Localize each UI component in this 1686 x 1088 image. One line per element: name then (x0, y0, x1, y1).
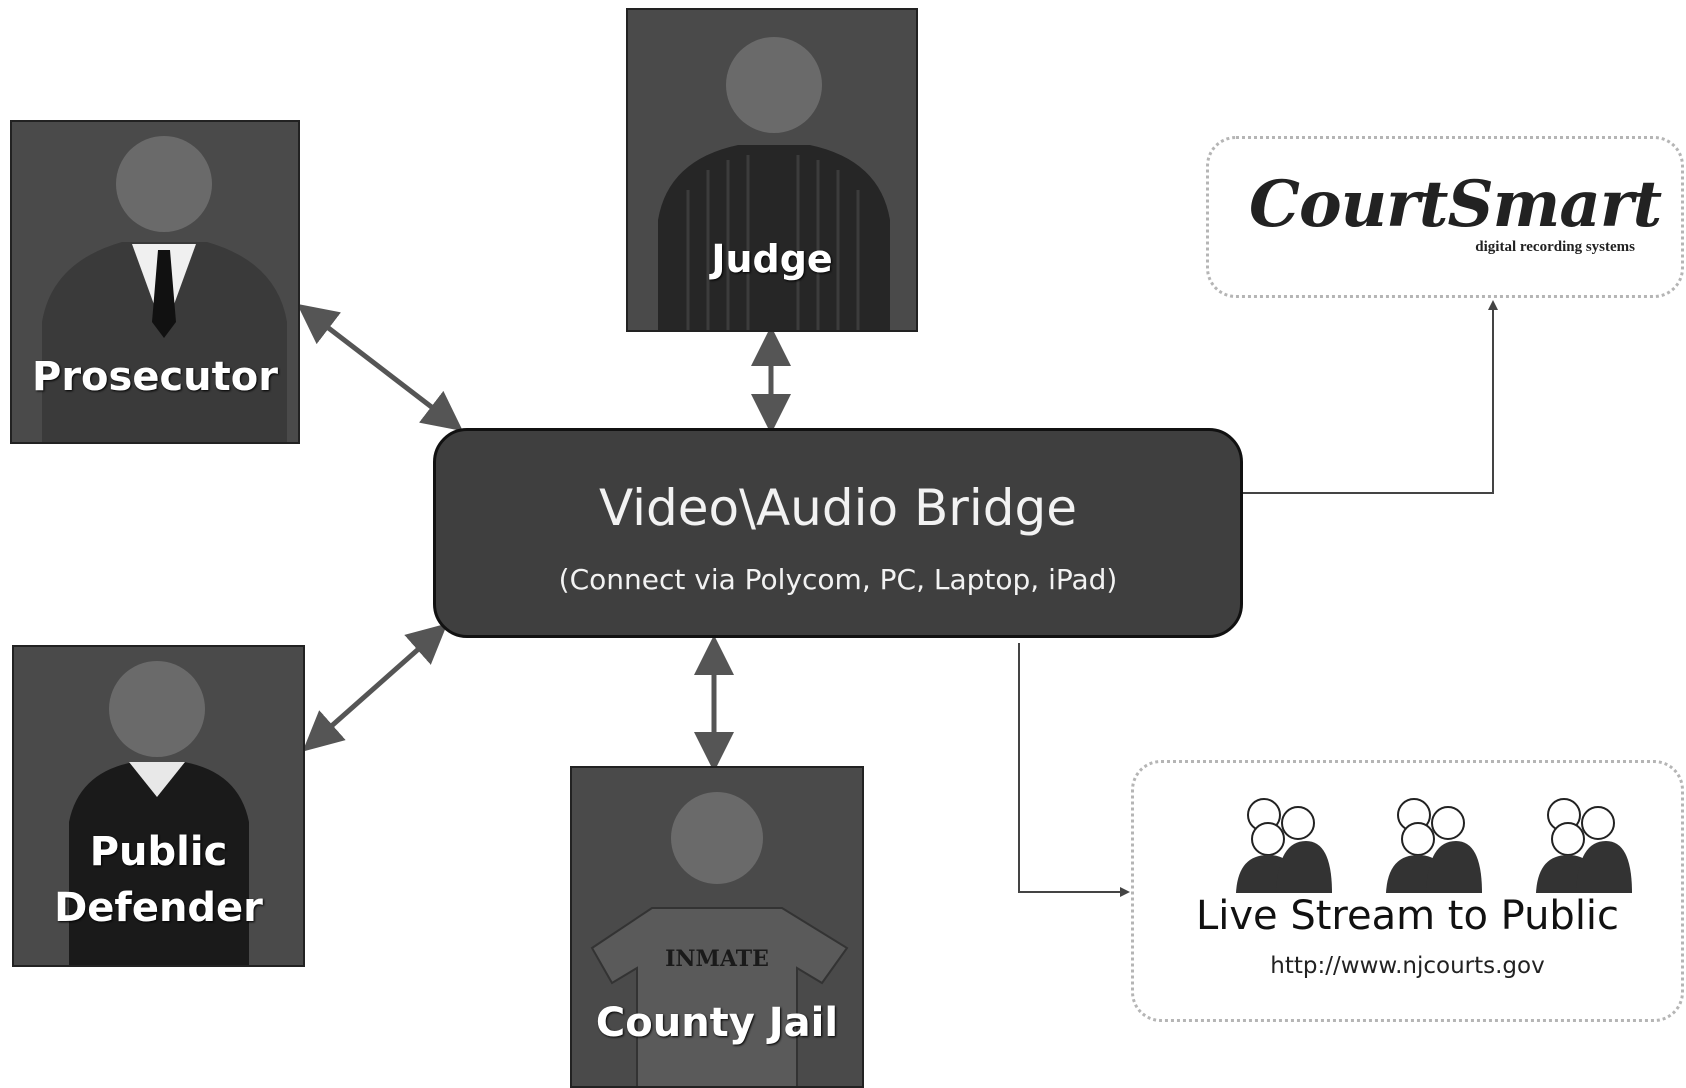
bridge-subtitle: (Connect via Polycom, PC, Laptop, iPad) (558, 563, 1118, 596)
defender-bridge-arrow (302, 623, 448, 752)
judge-label: Judge (711, 237, 833, 281)
public-defender-node: Public Defender (12, 645, 305, 967)
live-stream-title: Live Stream to Public (1195, 893, 1620, 939)
bridge-courtsmart-connector (1243, 300, 1498, 494)
prosecutor-label: Prosecutor (32, 354, 278, 400)
judge-figure-icon (658, 37, 890, 330)
courtsmart-logo: CourtSmart (1249, 167, 1662, 242)
prosecutor-bridge-arrow (297, 303, 463, 432)
people-group-icon (1236, 798, 1332, 893)
people-group-icon (1386, 798, 1482, 893)
bridge-title: Video\Audio Bridge (599, 479, 1077, 537)
prosecutor-figure-icon (42, 136, 287, 442)
courtsmart-tagline: digital recording systems (1475, 239, 1635, 255)
live-stream-node: Live Stream to Public http://www.njcourt… (1131, 760, 1684, 1022)
bridge-stream-connector (1018, 643, 1130, 897)
video-audio-bridge-node: Video\Audio Bridge (Connect via Polycom,… (433, 428, 1243, 638)
public-defender-label-line2: Defender (54, 885, 263, 931)
judge-node: Judge (626, 8, 918, 332)
county-jail-label: County Jail (595, 1000, 839, 1046)
public-defender-figure-icon (69, 661, 249, 965)
public-defender-label-line1: Public (89, 829, 228, 875)
people-group-icon (1536, 798, 1632, 893)
inmate-shirt-text: INMATE (665, 946, 769, 972)
county-jail-node: INMATE County Jail (570, 766, 864, 1088)
live-stream-url[interactable]: http://www.njcourts.gov (1270, 953, 1545, 979)
courtsmart-node: CourtSmart digital recording systems (1206, 136, 1684, 298)
prosecutor-node: Prosecutor (10, 120, 300, 444)
county-jail-figure-icon (590, 792, 849, 1086)
